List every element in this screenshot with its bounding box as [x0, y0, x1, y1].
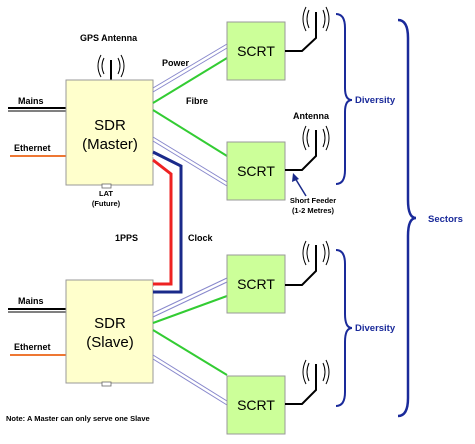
antenna-icon	[302, 125, 330, 156]
sdr-slave-unit: Mains Ethernet SDR (Slave)	[8, 279, 154, 387]
short-feeder-arrow	[294, 177, 307, 197]
slave-power-line-1a	[152, 277, 228, 314]
lat-label: LAT	[99, 189, 113, 198]
scrt-label-4: SCRT	[237, 397, 275, 413]
antenna-icon	[302, 240, 330, 271]
sdr-slave-box	[65, 279, 154, 384]
sectors-brace: Sectors	[397, 18, 463, 418]
fibre-label: Fibre	[186, 96, 208, 106]
slave-power-line-1b	[152, 281, 228, 318]
fibre-line-1	[152, 57, 228, 104]
power-line-2b	[152, 140, 228, 187]
feeder-line-2	[285, 135, 317, 171]
scrt-unit-4: SCRT	[226, 359, 330, 435]
sdr-slave-title: SDR	[94, 315, 126, 332]
scrt-label-3: SCRT	[237, 276, 275, 292]
short-feeder-arrowhead	[292, 173, 299, 182]
pps-label: 1PPS	[115, 233, 138, 243]
scrt-unit-1: SCRT	[226, 6, 330, 81]
diversity-brace-top: Diversity	[335, 13, 396, 185]
feeder-line-1	[285, 16, 317, 52]
pps-line	[152, 158, 173, 286]
power-line-1a	[152, 43, 228, 89]
lat-future-label: (Future)	[92, 199, 121, 208]
fibre-line-2	[152, 109, 228, 157]
sync-gap-line	[152, 155, 177, 289]
master-links: Power Fibre	[152, 43, 228, 187]
scrt-unit-3: SCRT	[226, 240, 330, 314]
scrt-box-3	[226, 254, 286, 314]
diversity-brace-bottom: Diversity	[335, 249, 396, 407]
feeder-line-4	[285, 369, 317, 405]
sdr-master-subtitle: (Master)	[82, 136, 138, 153]
note-text: Note: A Master can only serve one Slave	[6, 414, 150, 423]
short-feeder-label: Short Feeder	[290, 196, 336, 205]
power-line-1b	[152, 47, 228, 93]
master-ethernet-label: Ethernet	[14, 143, 51, 153]
scrt-label-2: SCRT	[237, 163, 275, 179]
sdr-master-title: SDR	[94, 117, 126, 134]
lat-port	[101, 183, 112, 189]
sdr-slave-subtitle: (Slave)	[86, 334, 134, 351]
diversity-label-top: Diversity	[355, 95, 396, 106]
short-feeder-length: (1-2 Metres)	[292, 206, 335, 215]
master-mains-label: Mains	[18, 96, 44, 106]
clock-label: Clock	[188, 233, 214, 243]
slave-lat-port	[101, 381, 112, 387]
diversity-label-bottom: Diversity	[355, 323, 396, 334]
slave-mains-label: Mains	[18, 296, 44, 306]
power-line-2a	[152, 136, 228, 183]
gps-antenna-label: GPS Antenna	[80, 33, 138, 43]
scrt-box-2	[226, 141, 286, 201]
scrt-unit-2: SCRT Antenna Short Feeder (1-2 Metres)	[226, 111, 336, 215]
slave-power-line-2b	[152, 358, 228, 406]
slave-fibre-line-2	[152, 329, 228, 376]
sync-links: 1PPS Clock	[115, 150, 214, 294]
slave-power-line-2a	[152, 354, 228, 402]
antenna-icon	[302, 6, 330, 36]
sdr-master-box	[65, 79, 154, 186]
slave-fibre-line-1	[152, 295, 228, 324]
slave-ethernet-label: Ethernet	[14, 342, 51, 352]
feeder-line-3	[285, 250, 317, 286]
clock-line	[152, 150, 183, 294]
sectors-label: Sectors	[428, 214, 463, 225]
sdr-master-unit: Mains Ethernet GPS Antenna SDR (Master) …	[8, 33, 154, 208]
slave-links	[152, 277, 228, 406]
gps-antenna-icon	[97, 54, 125, 80]
antenna-label: Antenna	[293, 111, 330, 121]
scrt-label-1: SCRT	[237, 43, 275, 59]
power-label: Power	[162, 58, 190, 68]
antenna-icon	[302, 359, 330, 390]
